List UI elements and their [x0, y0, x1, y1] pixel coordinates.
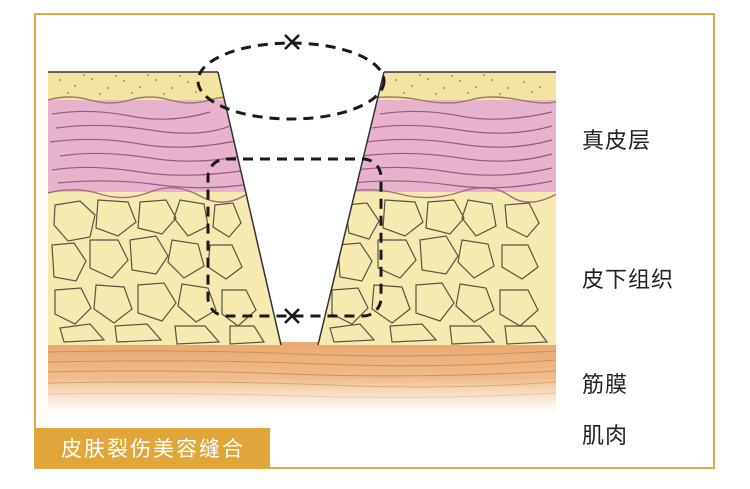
left-skin-block — [48, 72, 281, 345]
suture-lines — [196, 41, 386, 318]
muscle-fade — [48, 378, 556, 414]
suture-knot-icon — [284, 308, 300, 324]
deep-suture — [206, 157, 383, 318]
label-subcutaneous: 皮下组织 — [582, 268, 675, 293]
right-skin-block — [318, 72, 556, 345]
suture-knot-icon — [284, 34, 300, 50]
label-fascia: 筋膜 — [582, 373, 629, 398]
label-muscle: 肌肉 — [582, 424, 629, 449]
label-dermis: 真皮层 — [582, 129, 652, 154]
superficial-suture — [196, 41, 386, 121]
caption-banner: 皮肤裂伤美容缝合 — [36, 428, 270, 468]
wound-edges — [48, 71, 556, 346]
